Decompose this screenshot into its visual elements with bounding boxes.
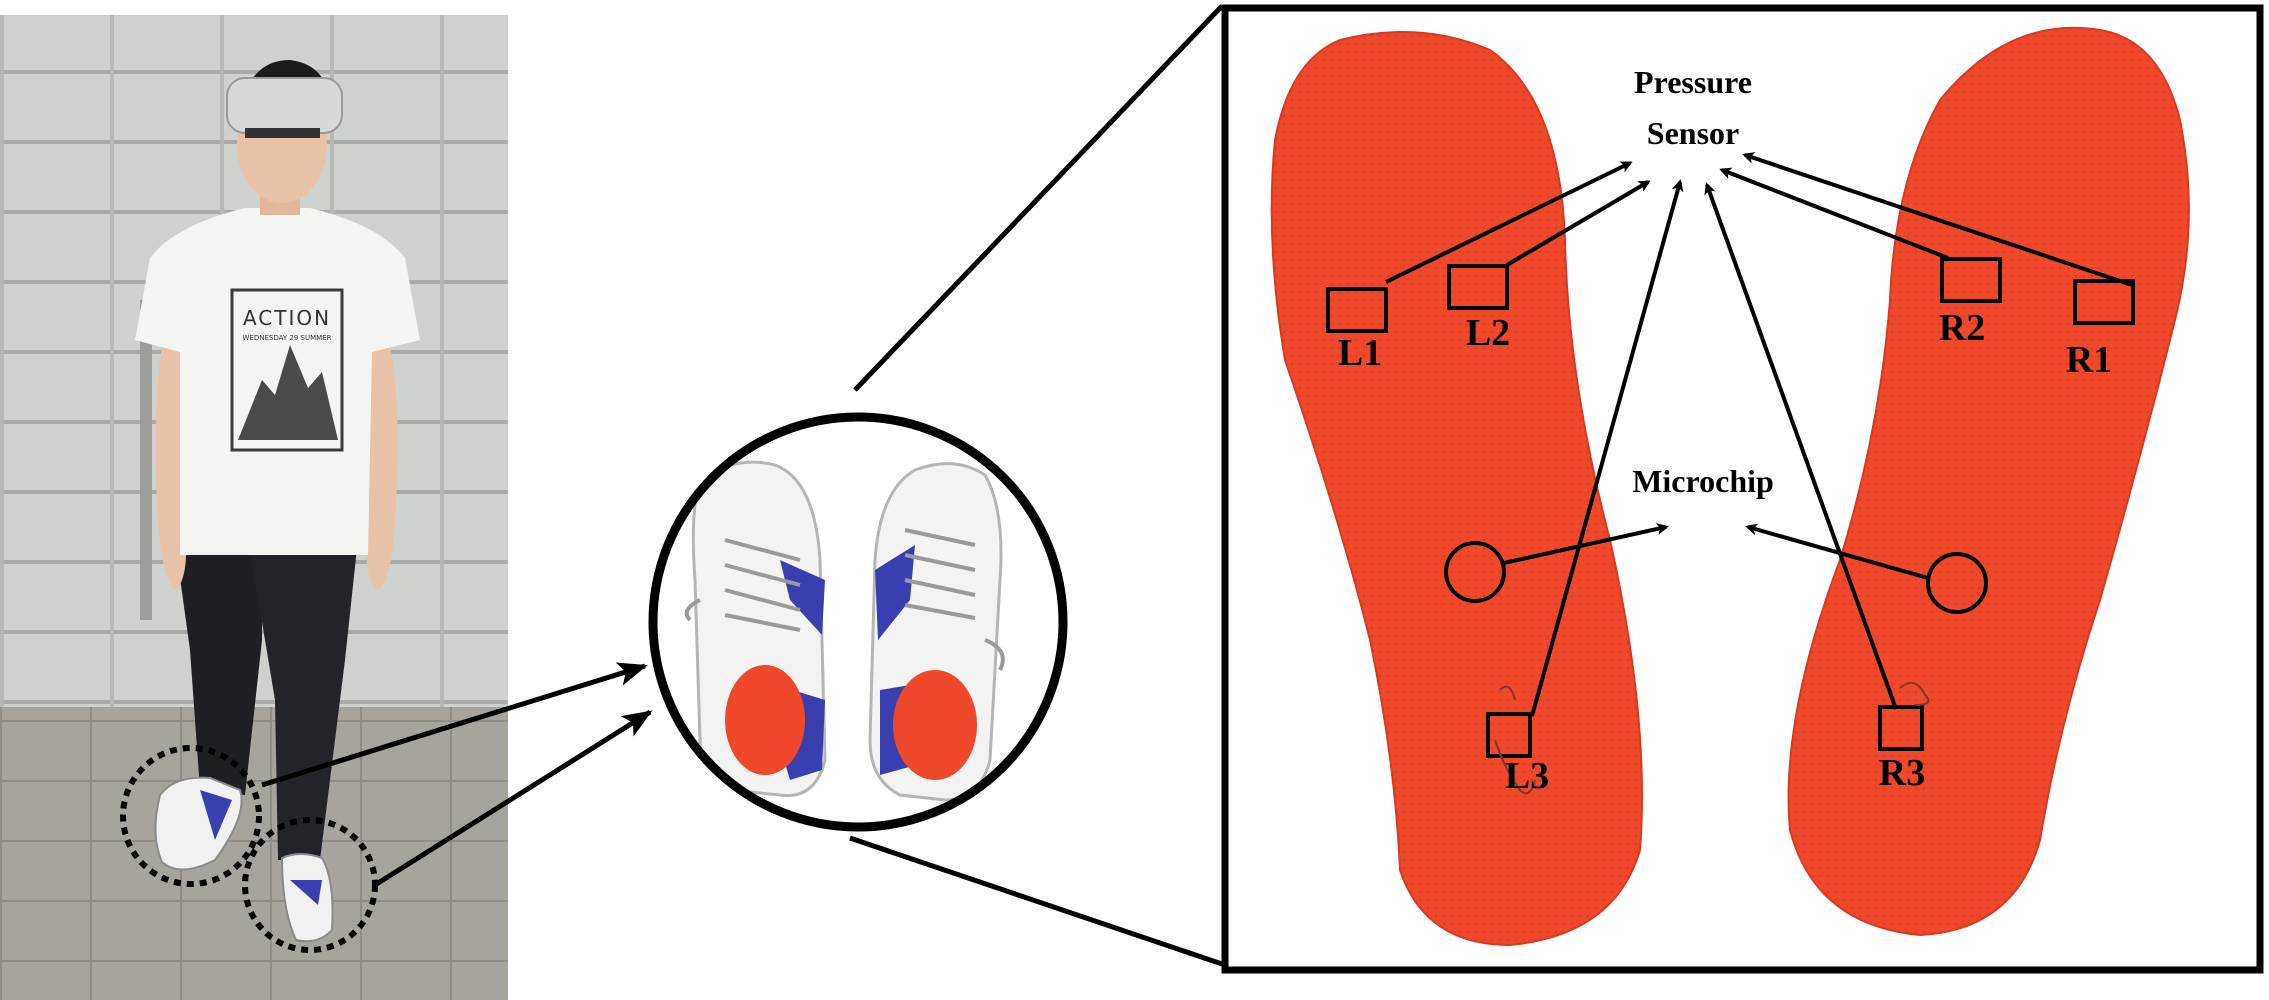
left-shoe-stripe	[780, 560, 825, 635]
vr-headset-icon	[226, 77, 343, 134]
left-leg	[172, 520, 262, 795]
photo-right-shoe-stripe	[290, 880, 322, 905]
shirt-print-mountain	[238, 345, 338, 440]
shirt-print-text: ACTION	[243, 306, 331, 330]
left-microchip-circle	[1444, 541, 1506, 603]
arrow-l1	[1385, 161, 1633, 284]
right-microchip-circle	[1926, 552, 1988, 614]
microchip-label: Microchip	[1632, 463, 1774, 499]
closeup-left-shoe	[684, 460, 827, 798]
arrow-right-foot-to-shoes	[373, 709, 653, 888]
pressure-sensor-label-line1: Pressure	[1634, 64, 1752, 100]
arrow-l3	[1530, 179, 1684, 717]
sensor-r1-label: R1	[2066, 339, 2112, 381]
arrow-r1	[1742, 152, 2133, 287]
sensor-r2-box	[1940, 257, 2002, 303]
closeup-right-shoe	[868, 462, 1005, 802]
sensor-r3-label: R3	[1879, 752, 1925, 794]
l3-marking-icon	[1494, 685, 1536, 795]
shirt-print-subtext: WEDNESDAY 29 SUMMER	[243, 334, 332, 342]
sensor-l2-label: L2	[1466, 312, 1510, 354]
sensor-l2-box	[1447, 264, 1509, 310]
right-leg	[245, 520, 360, 860]
arrow-left-foot-to-shoes	[261, 662, 648, 788]
arrow-r3	[1704, 182, 1898, 710]
sensor-l1-label: L1	[1338, 332, 1382, 374]
left-shoe-insole-visible	[725, 665, 805, 775]
zoom-connector-top	[853, 4, 1224, 392]
door-frame	[140, 300, 152, 620]
right-shoe-stripe	[875, 545, 915, 640]
sensor-r3-box	[1878, 705, 1924, 751]
vr-headset-strap	[245, 128, 320, 138]
sensor-l3-box	[1486, 712, 1532, 758]
right-shoe-insole-visible	[893, 670, 977, 780]
shoes-closeup	[653, 417, 1063, 827]
sensor-r2-label: R2	[1939, 307, 1985, 349]
sensor-l3-label: L3	[1505, 755, 1549, 797]
sensor-r1-box	[2073, 279, 2135, 325]
arrow-left-microchip	[1503, 523, 1669, 565]
sensor-l1-box	[1326, 287, 1388, 333]
arrow-right-microchip	[1745, 523, 1929, 580]
zoom-connector-bottom	[849, 835, 1223, 967]
arrow-l2	[1505, 180, 1651, 267]
t-shirt	[135, 208, 420, 555]
pressure-sensor-label-line2: Sensor	[1647, 115, 1739, 151]
arrow-r2	[1719, 167, 1949, 260]
shirt-print-frame	[230, 288, 344, 452]
sensor-arrows	[1385, 152, 2133, 717]
photo-right-shoe	[280, 853, 334, 943]
r3-marking-icon	[1899, 681, 1930, 706]
photo-left-shoe-stripe	[200, 790, 232, 840]
left-foot-highlight-circle	[120, 745, 262, 887]
shoes-circle-frame	[648, 412, 1068, 832]
left-insole	[1270, 31, 1643, 947]
